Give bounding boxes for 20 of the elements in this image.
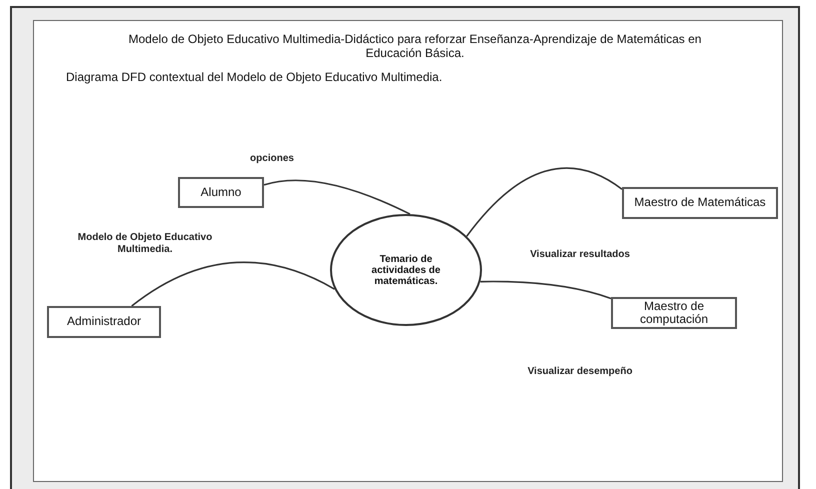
data-flow-line bbox=[264, 180, 410, 215]
edge-label: Modelo de Objeto Educativo Multimedia. bbox=[76, 232, 214, 255]
process-circle bbox=[330, 214, 482, 326]
entity-box bbox=[178, 177, 264, 208]
entity-box bbox=[611, 297, 737, 329]
diagram-subtitle: Diagrama DFD contextual del Modelo de Objeto Educativo Multimedia. bbox=[66, 70, 442, 84]
entity-box bbox=[47, 306, 161, 338]
flow-label: Visualizar resultados bbox=[529, 249, 631, 260]
data-flow-line bbox=[131, 262, 335, 307]
flow-label: Visualizar desempeño bbox=[526, 366, 634, 378]
data-flow-line bbox=[466, 167, 622, 237]
edge-label: opciones bbox=[249, 153, 295, 164]
node-label: Temario de actividades de matemáticas. bbox=[370, 254, 442, 286]
data-flow-line bbox=[480, 280, 612, 300]
diagram-title: Modelo de Objeto Educativo Multimedia-Didáctico para reforzar Enseñanza-Aprendizaje de Matemáticas en Educación Básica. bbox=[128, 33, 702, 61]
entity-box bbox=[622, 187, 778, 219]
node-label: Alumno bbox=[200, 186, 242, 200]
node-label: Maestro de Matemáticas bbox=[634, 196, 766, 210]
node-label: Administrador bbox=[66, 315, 142, 329]
node-label: Maestro de computación bbox=[638, 300, 710, 326]
